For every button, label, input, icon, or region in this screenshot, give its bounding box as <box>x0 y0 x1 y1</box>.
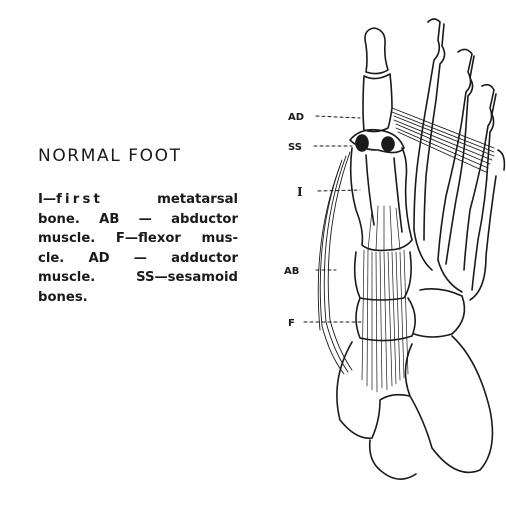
label-i: I <box>297 185 303 199</box>
sesamoid-bones <box>350 130 404 153</box>
great-toe <box>363 28 392 132</box>
label-f: F <box>288 318 295 329</box>
label-ad: AD <box>288 112 304 123</box>
first-metatarsal <box>351 148 412 250</box>
heel-bones <box>337 336 493 479</box>
tarsal-bones <box>355 252 465 341</box>
label-ab: AB <box>284 266 299 277</box>
adductor-muscle <box>392 108 494 172</box>
label-ss: SS <box>288 142 302 153</box>
abductor-muscle <box>318 152 352 374</box>
